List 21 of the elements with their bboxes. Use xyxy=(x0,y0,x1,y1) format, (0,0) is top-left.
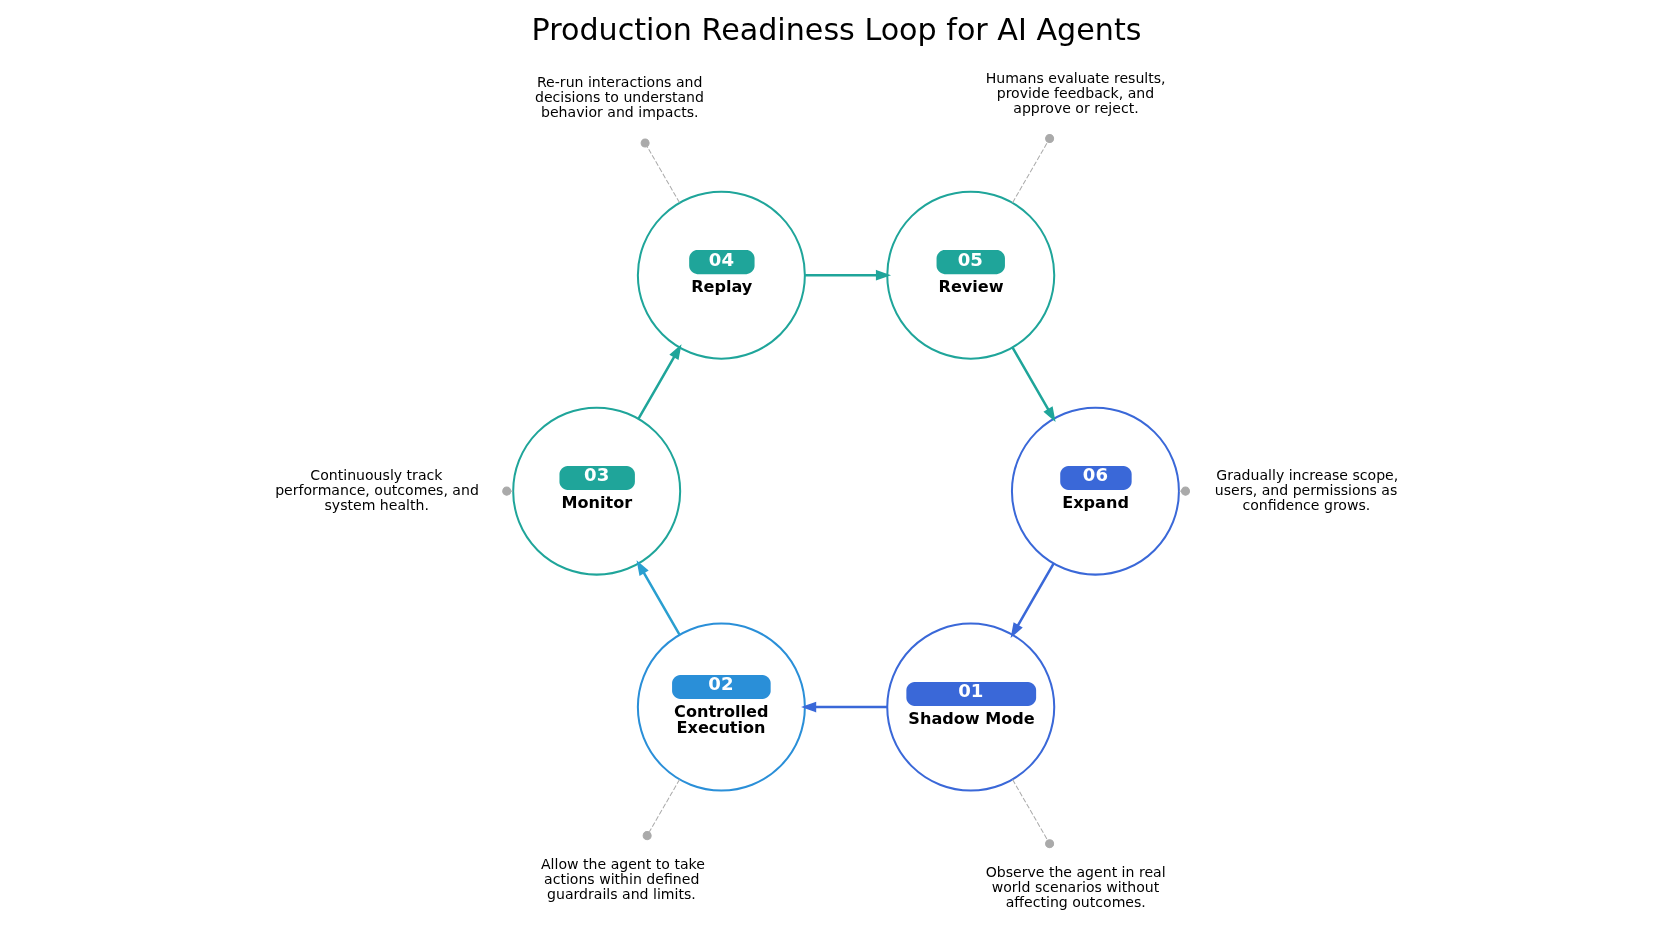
node-circle: 02 Controlled Execution xyxy=(636,622,806,792)
diagram-title: Production Readiness Loop for AI Agents xyxy=(531,12,1141,48)
node-text: Observe the agent in real world scenarios without affecting outcomes. xyxy=(985,863,1166,910)
node-text: Allow the agent to take actions within defined guardrails and limits. xyxy=(540,855,705,902)
connector xyxy=(1011,779,1054,849)
node-circle: 05 Review xyxy=(885,190,1055,360)
connector xyxy=(1178,486,1190,496)
arrow xyxy=(636,560,681,636)
connector xyxy=(640,138,680,204)
node-text: Humans evaluate results, provide feedback, and approve or reject. xyxy=(985,69,1166,117)
connector xyxy=(642,778,680,841)
node-text: Continuously track performance, outcomes, and system health. xyxy=(274,466,479,513)
connector xyxy=(1011,134,1054,204)
node-text: Gradually increase scope, users, and permissions as confidence grows. xyxy=(1214,466,1398,513)
arrow xyxy=(804,269,891,281)
arrow xyxy=(1010,563,1055,639)
arrow xyxy=(1011,347,1056,423)
connector xyxy=(501,486,514,496)
arrow xyxy=(800,701,887,713)
node-text: Re-run interactions and decisions to understand behavior and impacts. xyxy=(534,74,704,121)
arrow xyxy=(636,344,681,420)
